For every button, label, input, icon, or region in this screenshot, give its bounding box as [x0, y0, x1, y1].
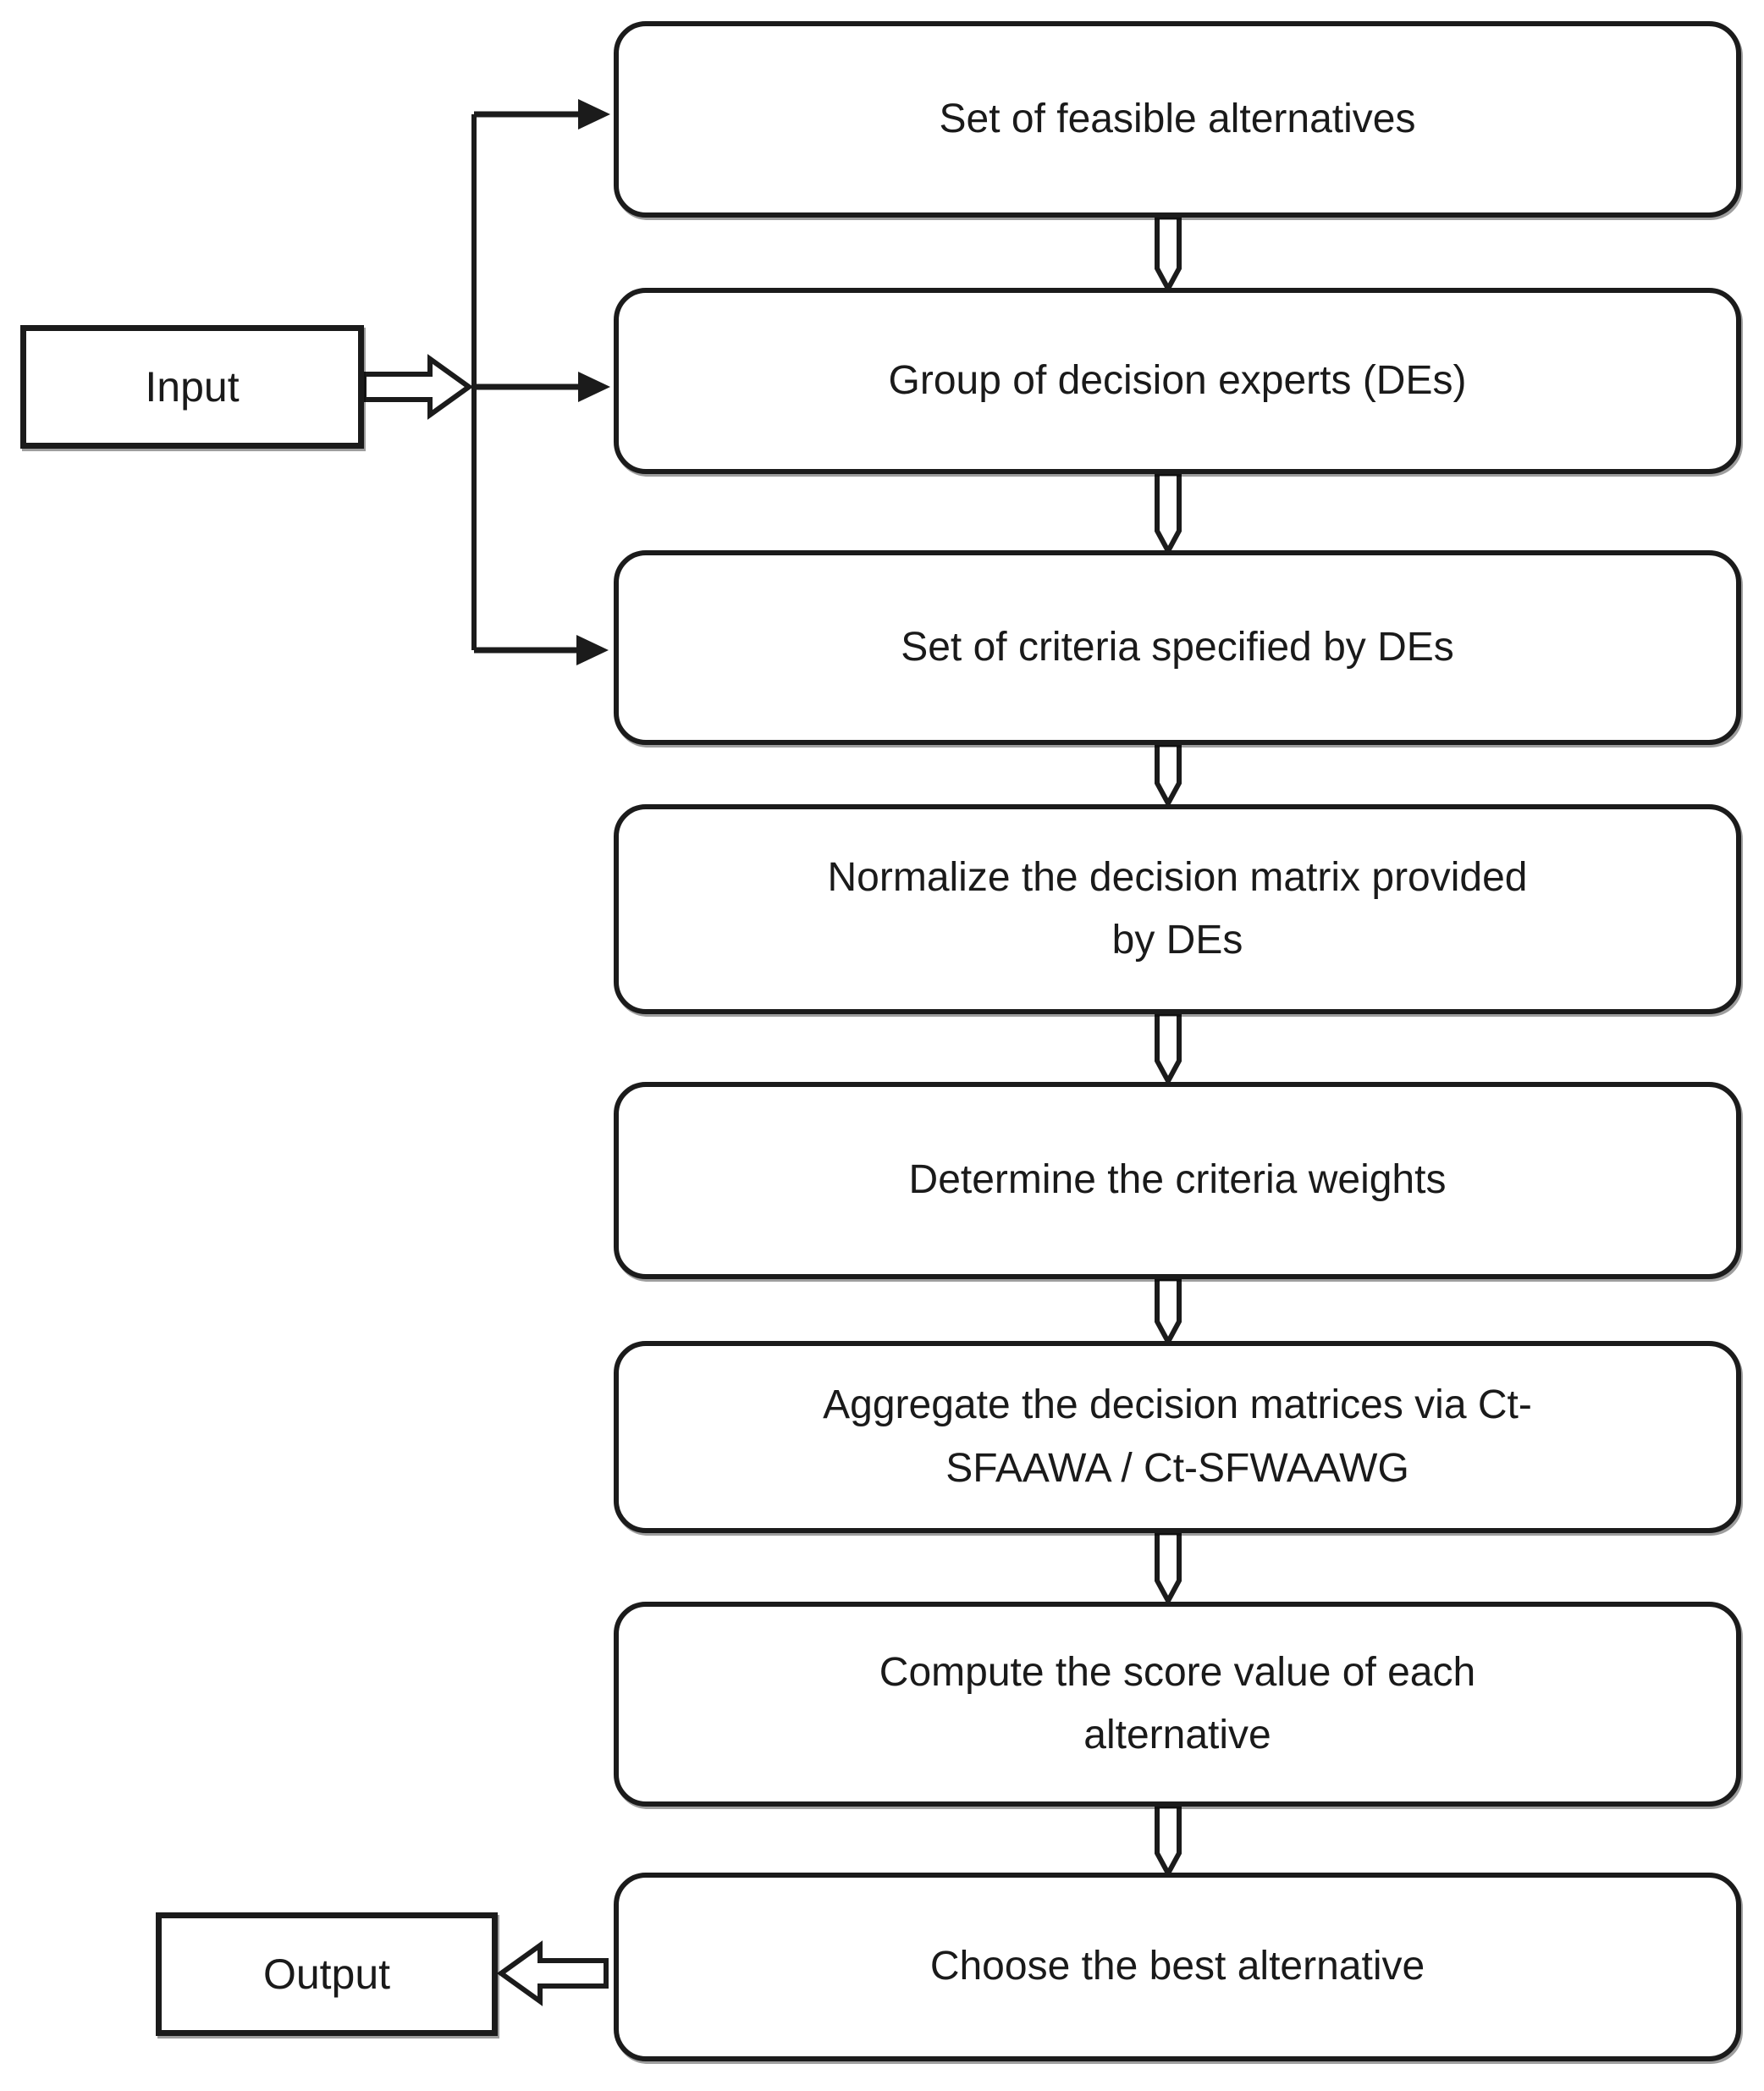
arrow-branch-to-step3	[474, 635, 609, 665]
step-box-criteria-specified: Set of criteria specified by DEs	[614, 550, 1741, 745]
output-box: Output	[156, 1912, 498, 2036]
step-box-decision-experts: Group of decision experts (DEs)	[614, 288, 1741, 474]
step-label: Choose the best alternative	[929, 1944, 1425, 1989]
output-label: Output	[262, 1950, 391, 1998]
output-block-arrow	[496, 1940, 609, 2006]
step-box-choose-best: Choose the best alternative	[614, 1873, 1741, 2061]
down-arrow-step3-step4	[1155, 742, 1182, 809]
down-arrow-step4-step5	[1155, 1011, 1182, 1087]
step-label: Aggregate the decision matrices via Ct- …	[823, 1382, 1532, 1491]
step-label: Normalize the decision matrix provided b…	[827, 854, 1528, 963]
down-arrow-step7-step8	[1155, 1803, 1182, 1879]
step-box-aggregate-matrices: Aggregate the decision matrices via Ct- …	[614, 1341, 1741, 1533]
step-box-criteria-weights: Determine the criteria weights	[614, 1082, 1741, 1279]
down-arrow-step2-step3	[1155, 471, 1182, 557]
down-arrow-step6-step7	[1155, 1530, 1182, 1607]
step-label: Group of decision experts (DEs)	[888, 357, 1467, 403]
input-label: Input	[145, 363, 240, 411]
down-arrow-step5-step6	[1155, 1276, 1182, 1348]
input-box: Input	[20, 325, 364, 449]
step-label: Determine the criteria weights	[908, 1157, 1447, 1203]
step-label: Compute the score value of each alternat…	[879, 1649, 1476, 1757]
step-box-normalize-matrix: Normalize the decision matrix provided b…	[614, 804, 1741, 1014]
arrow-branch-to-step2	[474, 372, 610, 402]
step-label: Set of criteria specified by DEs	[901, 624, 1454, 670]
step-box-feasible-alternatives: Set of feasible alternatives	[614, 21, 1741, 218]
down-arrow-step1-step2	[1155, 214, 1182, 295]
step-label: Set of feasible alternatives	[939, 96, 1416, 141]
input-block-arrow	[361, 354, 474, 420]
step-box-compute-score: Compute the score value of each alternat…	[614, 1602, 1741, 1807]
arrow-branch-to-step1	[474, 99, 610, 130]
